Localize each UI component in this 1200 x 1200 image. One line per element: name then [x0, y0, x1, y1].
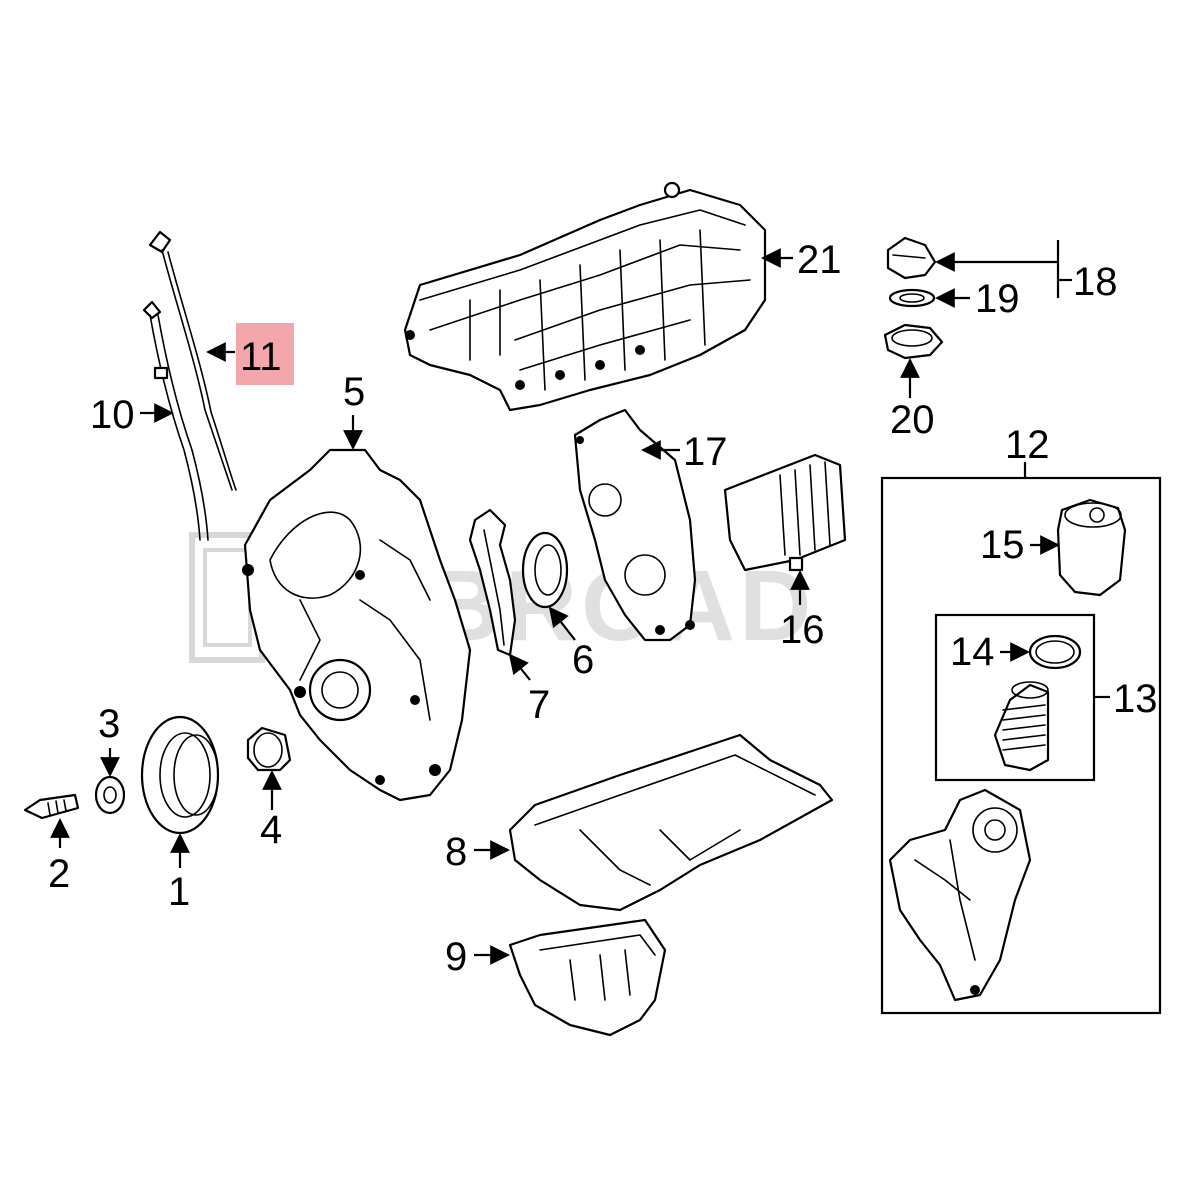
part-8-upper-oil-pan: [508, 733, 834, 912]
callout-9: 9: [445, 935, 467, 979]
part-2-bolt: [23, 793, 80, 820]
part-14-o-ring: [1028, 634, 1082, 670]
part-12-assembly-box: [880, 462, 1162, 1015]
part-18-filler-cap: [886, 236, 937, 280]
part-21-intake-manifold: [403, 181, 767, 412]
part-7-chain-guide: [468, 508, 517, 657]
part-16-oil-cooler: [723, 453, 847, 572]
part-6-seal: [521, 531, 569, 609]
leader-lines: [50, 240, 1072, 965]
part-9-lower-oil-pan: [508, 918, 667, 1037]
callout-11-highlight: [236, 323, 294, 385]
callout-7: 7: [528, 683, 550, 727]
callout-3: 3: [98, 702, 120, 746]
part-15-filter-cap: [1056, 498, 1127, 597]
callout-labels: 11 10 5 21 18 19 20 12 17 15 16 14 13 6 …: [48, 238, 1158, 979]
part-12-filter-housing: [888, 788, 1032, 1002]
callout-11: 11: [240, 335, 282, 379]
part-20-filler-neck: [883, 323, 944, 360]
callout-16: 16: [780, 608, 825, 652]
callout-15: 15: [980, 523, 1025, 567]
part-17-cover-plate: [573, 408, 697, 642]
part-11-dipstick: [148, 230, 237, 491]
part-19-cap-seal: [888, 288, 936, 308]
callout-19: 19: [975, 277, 1020, 321]
part-1-pulley: [140, 715, 220, 835]
callout-10: 10: [90, 393, 135, 437]
callout-17: 17: [683, 430, 728, 474]
callout-2: 2: [48, 852, 70, 896]
part-4-fitting: [246, 726, 292, 772]
part-5-timing-cover: [242, 448, 472, 802]
callout-21: 21: [797, 238, 842, 282]
callout-5: 5: [343, 370, 365, 414]
part-10-dipstick-tube: [142, 300, 209, 541]
part-13-filter-element: [993, 681, 1050, 772]
callout-12: 12: [1005, 423, 1050, 467]
callout-20: 20: [890, 398, 935, 442]
callout-14: 14: [950, 630, 995, 674]
callout-4: 4: [260, 808, 282, 852]
callout-6: 6: [572, 638, 594, 682]
part-3-washer: [94, 775, 126, 815]
callout-13: 13: [1113, 677, 1158, 721]
callout-18: 18: [1073, 260, 1118, 304]
callout-1: 1: [168, 870, 190, 914]
callout-8: 8: [445, 830, 467, 874]
